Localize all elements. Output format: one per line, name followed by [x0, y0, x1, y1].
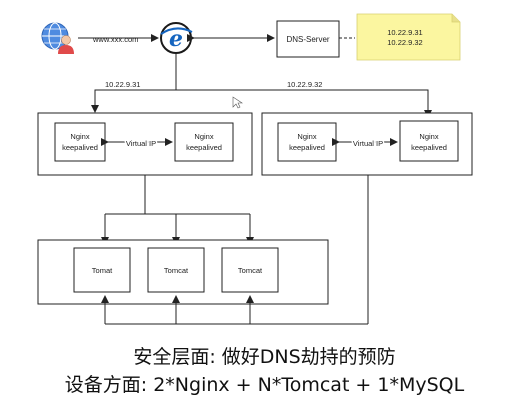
dns-note-ip-1: 10.22.9.31 [387, 28, 422, 37]
dns-note-ip-2: 10.22.9.32 [387, 38, 422, 47]
user-icon [58, 35, 74, 54]
tomcat-label-1: Tomat [92, 266, 113, 275]
keepalived-label: keepalived [411, 143, 447, 152]
keepalived-label: keepalived [62, 143, 98, 152]
keepalived-label: keepalived [289, 143, 325, 152]
virtual-ip-label-left: Virtual IP [126, 139, 156, 148]
tomcat-box-3 [221, 247, 279, 293]
client-url-label: www.xxx.com [92, 35, 138, 44]
nginx-label: Nginx [419, 132, 438, 141]
svg-text:e: e [169, 26, 183, 52]
browser-e-icon: e [160, 22, 193, 54]
dns-note: 10.22.9.31 10.22.9.32 [356, 13, 461, 61]
caption-security: 安全层面: 做好DNS劫持的预防 [133, 346, 396, 368]
nginx-label: Nginx [297, 132, 316, 141]
tomcat-box-1 [73, 247, 131, 293]
dns-server-box [276, 20, 340, 58]
nginx-label: Nginx [70, 132, 89, 141]
tomcat-box-2 [147, 247, 205, 293]
virtual-ip-label-right: Virtual IP [353, 139, 383, 148]
dns-server-label: DNS-Server [286, 35, 329, 44]
nginx-box-left-2 [174, 122, 234, 162]
nginx-label: Nginx [194, 132, 213, 141]
caption-equipment: 设备方面: 2*Nginx + N*Tomcat + 1*MySQL [64, 374, 465, 396]
ip-label-right: 10.22.9.32 [287, 80, 322, 89]
tomcat-label-2: Tomcat [164, 266, 189, 275]
nginx-box-right-2 [399, 120, 459, 162]
ip-label-left: 10.22.9.31 [105, 80, 140, 89]
tomcat-label-3: Tomcat [238, 266, 263, 275]
mouse-cursor-icon [232, 96, 243, 109]
nginx-box-right-1 [277, 122, 337, 162]
nginx-box-left-1 [54, 122, 106, 162]
keepalived-label: keepalived [186, 143, 222, 152]
